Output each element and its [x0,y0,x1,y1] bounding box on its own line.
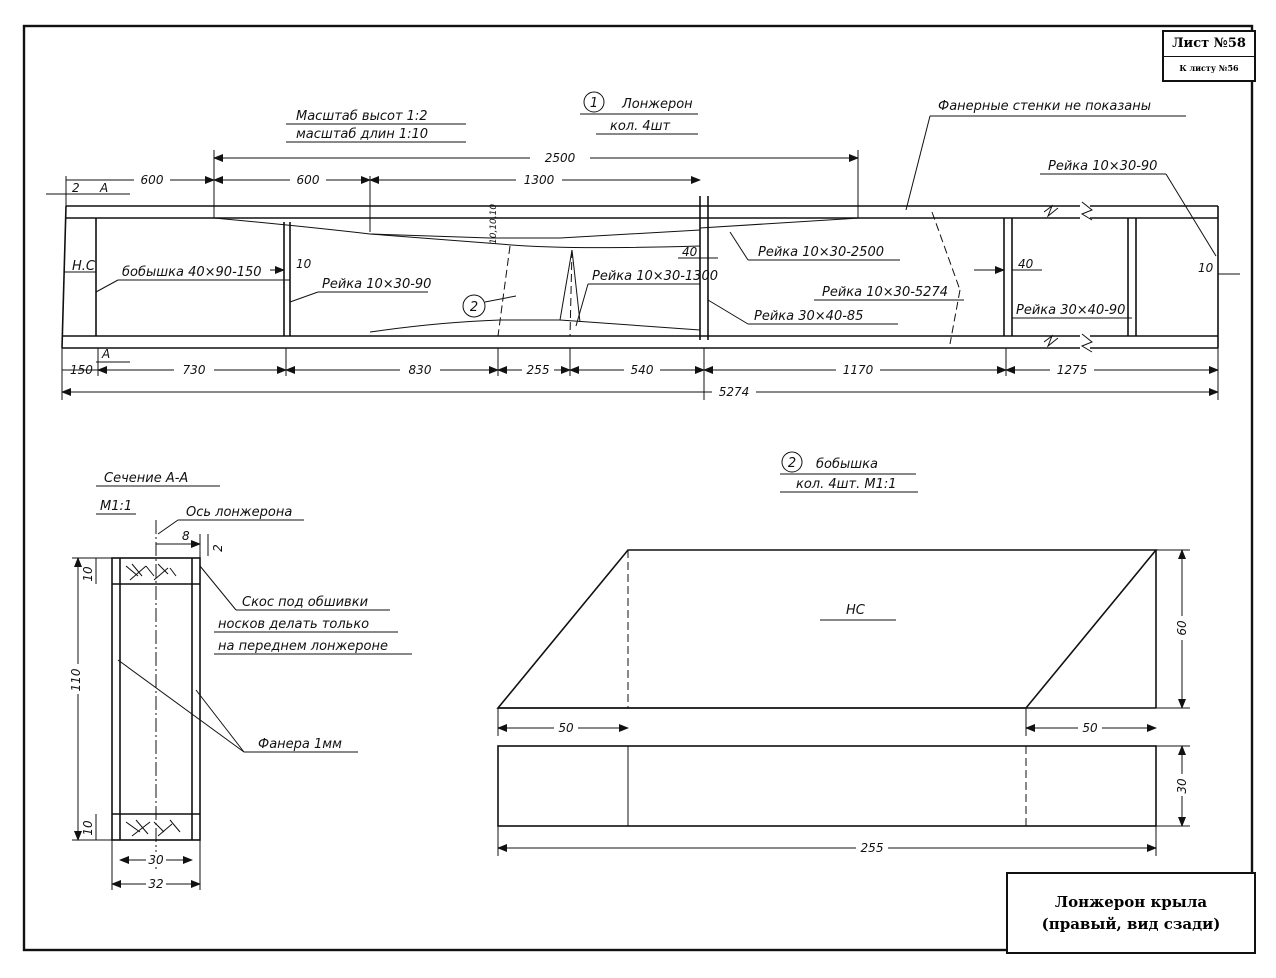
dim-h10b: 10 [81,820,95,836]
dim-2: 2 [72,181,80,195]
dim-h110: 110 [69,668,83,691]
callout-rail-85: Рейка 30×40-85 [754,309,863,324]
sheet-number: Лист №58 [1164,32,1254,57]
spar-callouts: Н.С бобышка 40×90-150 10 Рейка 10×30-90 … [64,159,1240,327]
section-a-a: Сечение А-А М1:1 Ось лонжерона 10 110 10… [68,471,412,891]
dim-w2: 2 [211,544,225,552]
dim-600b: 600 [297,173,320,187]
title-line-2: (правый, вид сзади) [1041,915,1221,933]
plywood-note: Фанера 1мм [258,737,342,752]
section-scale: М1:1 [100,499,132,514]
spar-elevation-view [61,196,1219,353]
callout-hc: Н.С [72,259,96,274]
dim-h10a: 10 [81,566,95,582]
boss-label: бобышка [816,457,878,472]
dim-540: 540 [631,363,654,377]
part-label-spar: Лонжерон [621,97,693,112]
callout-rail-90c: Рейка 10×30-90 [1048,159,1157,174]
dim-w30: 30 [148,853,164,867]
boss-qty: кол. 4шт. М1:1 [796,477,897,492]
boss-ref-2: 2 [470,300,478,315]
dim-w32: 32 [148,877,163,891]
title-line-1: Лонжерон крыла [1054,893,1208,911]
bevel-note-3: на переднем лонжероне [218,639,388,654]
part-qty-spar: кол. 4шт [610,119,671,134]
section-mark-top: А [99,181,108,195]
boss-dim-60: 60 [1175,620,1189,636]
section-title: Сечение А-А [104,471,188,486]
boss-dim-50b: 50 [1082,721,1098,735]
scale-height: Масштаб высот 1:2 [296,109,428,124]
dim-255: 255 [527,363,550,377]
boss-part-number: 2 [788,456,796,471]
callout-stack: 10,10,10 [489,204,499,244]
dim-10a: 10 [296,257,312,271]
note-plywood-walls: Фанерные стенки не показаны [938,99,1151,114]
sheet-number-box: Лист №58 К листу №56 [1162,30,1256,82]
dim-40a: 40 [682,245,698,259]
bottom-dimensions: 150 А 730 830 255 540 1170 1275 5274 [61,347,1219,400]
boss-dim-255: 255 [861,841,884,855]
bevel-note-1: Скос под обшивки [242,595,368,610]
dim-1170: 1170 [843,363,874,377]
boss-hc: НС [846,603,866,618]
boss-dim-50a: 50 [558,721,574,735]
part-number-1: 1 [590,96,598,111]
boss-dim-30: 30 [1175,778,1189,794]
main-view-header: Масштаб высот 1:2 масштаб длин 1:10 1 Ло… [286,91,1186,211]
callout-rail-1300: Рейка 10×30-1300 [592,269,718,284]
outer-frame [22,24,1254,952]
scale-length: масштаб длин 1:10 [296,127,428,142]
sheet-reference: К листу №56 [1179,63,1239,73]
title-block: Лонжерон крыла (правый, вид сзади) [1006,872,1256,954]
dim-150: 150 [70,363,93,377]
callout-boss: бобышка 40×90-150 [122,265,262,280]
dim-w8: 8 [182,529,190,543]
dim-1300: 1300 [524,173,555,187]
callout-rail-90b: Рейка 30×40-90 [1016,303,1125,318]
dim-2500: 2500 [545,151,576,165]
callout-rail-5274: Рейка 10×30-5274 [822,285,948,300]
axis-note: Ось лонжерона [186,505,292,520]
callout-rail-2500: Рейка 10×30-2500 [758,245,884,260]
section-mark-bottom: А [101,347,110,361]
dim-600a: 600 [141,173,164,187]
dim-10b: 10 [1198,261,1214,275]
dim-830: 830 [409,363,432,377]
dim-730: 730 [183,363,206,377]
top-dimensions: 2500 600 600 1300 2 А [46,150,859,232]
dim-5274: 5274 [719,385,750,399]
dim-40b: 40 [1018,257,1034,271]
bevel-note-2: носков делать только [218,617,369,632]
dim-1275: 1275 [1057,363,1088,377]
callout-rail-90a: Рейка 10×30-90 [322,277,431,292]
boss-view: 2 бобышка кол. 4шт. М1:1 НС 50 50 60 3 [496,451,1190,856]
